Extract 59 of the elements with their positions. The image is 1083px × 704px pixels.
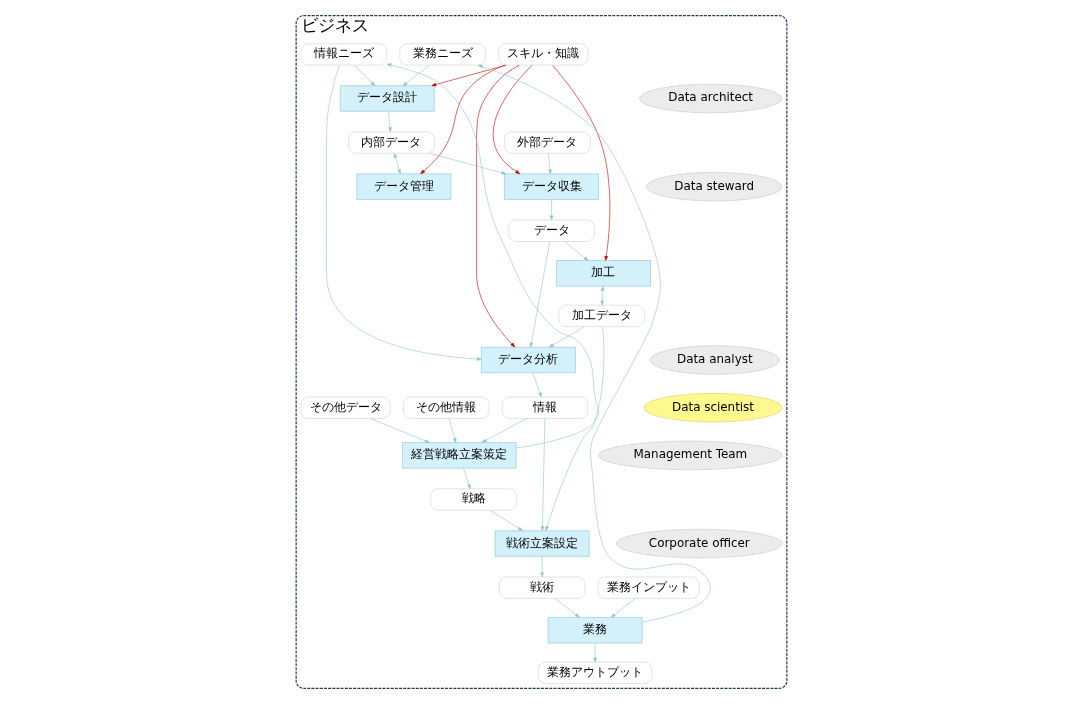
arrow (549, 199, 554, 221)
node-ellipse: Data analyst (649, 345, 780, 375)
node-box: データ収集 (504, 173, 599, 200)
arrow (610, 598, 636, 618)
node-ellipse: Data steward (646, 172, 783, 202)
node-box: 業務インプット (597, 576, 700, 599)
arrow (548, 153, 552, 175)
node-box: 加工データ (558, 304, 645, 327)
node-box: 戦術立案設定 (494, 530, 590, 557)
node-box: 戦術 (498, 576, 586, 599)
node-box: 情報ニーズ (300, 43, 387, 66)
node-box: 業務ニーズ (399, 43, 486, 66)
arrow (564, 241, 589, 261)
node-box: 加工 (556, 260, 651, 287)
node-box: スキル・知識 (498, 43, 589, 66)
arrow (386, 63, 599, 449)
arrow (429, 153, 507, 175)
arrow (529, 241, 551, 348)
arrow (552, 65, 611, 261)
arrow (492, 65, 533, 175)
arrow (554, 598, 580, 618)
node-box: 情報 (501, 396, 589, 419)
node-box: 経営戦略立案策定 (402, 442, 517, 469)
arrow (477, 64, 711, 623)
arrow (600, 286, 605, 306)
arrow (402, 64, 430, 86)
node-ellipse: Management Team (598, 440, 783, 471)
node-ellipse: Corporate officer (616, 528, 783, 559)
node-ellipse: Data architect (639, 83, 783, 114)
arrow (545, 326, 605, 531)
node-box: 外部データ (504, 131, 591, 154)
arrow (393, 153, 401, 175)
arrow (489, 509, 523, 532)
arrow (481, 418, 527, 443)
node-box: 業務アウトプット (537, 661, 653, 684)
arrow (370, 418, 430, 443)
arrow (420, 64, 505, 175)
node-box: データ設計 (339, 85, 435, 112)
arrow (549, 326, 585, 348)
node-box: 内部データ (348, 131, 435, 154)
arrow (326, 65, 482, 361)
node-box: 業務 (547, 617, 643, 644)
arrow (540, 556, 544, 578)
arrow (540, 418, 546, 531)
node-box: データ (508, 219, 595, 242)
arrow (431, 64, 507, 87)
arrow (476, 64, 520, 348)
node-box: その他情報 (403, 396, 490, 419)
node-box: データ管理 (356, 173, 452, 200)
node-box: 戦略 (430, 488, 517, 511)
arrow (593, 642, 597, 663)
node-box: データ分析 (481, 346, 576, 374)
arrow (448, 418, 457, 443)
node-box: その他データ (300, 396, 391, 419)
node-ellipse: Data scientist (643, 393, 783, 423)
arrow (463, 468, 471, 489)
arrow (353, 64, 376, 86)
arrow (532, 372, 542, 398)
arrow (388, 111, 392, 133)
